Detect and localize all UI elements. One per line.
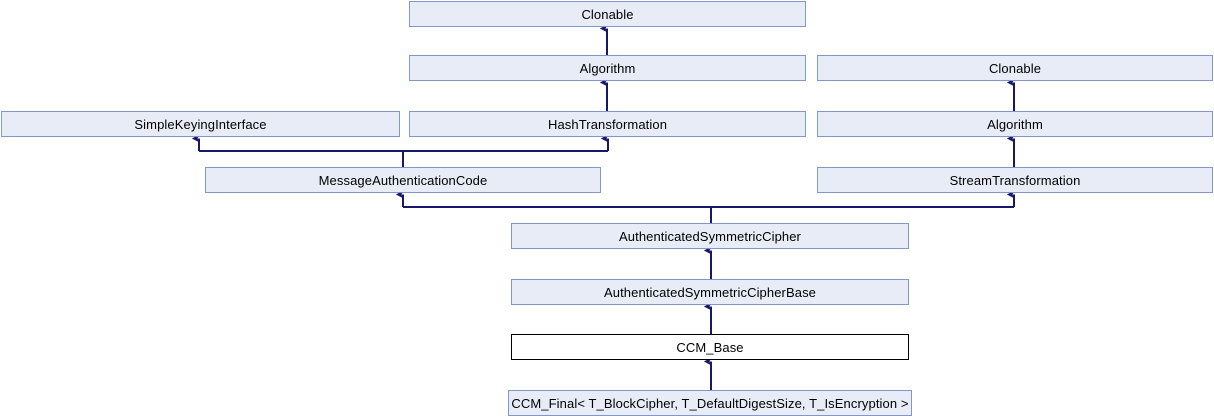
class-node-ccm-base[interactable]: CCM_Base [511,334,909,360]
class-node-algorithm-right[interactable]: Algorithm [817,111,1213,137]
class-node-label: Algorithm [987,116,1043,132]
class-node-clonable-top[interactable]: Clonable [409,1,806,27]
class-node-label: Algorithm [579,60,636,76]
class-node-label: Clonable [581,6,634,22]
class-node-label: SimpleKeyingInterface [134,116,267,132]
class-node-authenticatedsymmetriccipherbase[interactable]: AuthenticatedSymmetricCipherBase [511,279,909,305]
class-node-simplekeyinginterface[interactable]: SimpleKeyingInterface [1,111,400,137]
class-node-authenticatedsymmetriccipher[interactable]: AuthenticatedSymmetricCipher [511,223,909,249]
class-node-algorithm-left[interactable]: Algorithm [409,55,806,81]
edge-mac-bus [199,150,404,167]
class-node-label: AuthenticatedSymmetricCipher [619,228,801,244]
edge-asc-bus [403,206,712,223]
class-node-streamtransformation[interactable]: StreamTransformation [817,167,1213,193]
class-node-clonable-right[interactable]: Clonable [817,55,1213,81]
class-node-messageauthenticationcode[interactable]: MessageAuthenticationCode [205,167,601,193]
class-node-label: CCM_Final< T_BlockCipher, T_DefaultDiges… [511,395,909,411]
class-node-label: StreamTransformation [949,172,1081,188]
class-node-ccm-final[interactable]: CCM_Final< T_BlockCipher, T_DefaultDiges… [508,390,912,416]
class-node-label: MessageAuthenticationCode [318,172,488,188]
class-node-label: HashTransformation [547,116,668,132]
class-node-label: CCM_Base [676,339,744,355]
class-node-label: Clonable [988,60,1042,76]
class-node-hashtransformation[interactable]: HashTransformation [409,111,806,137]
class-node-label: AuthenticatedSymmetricCipherBase [603,284,817,300]
